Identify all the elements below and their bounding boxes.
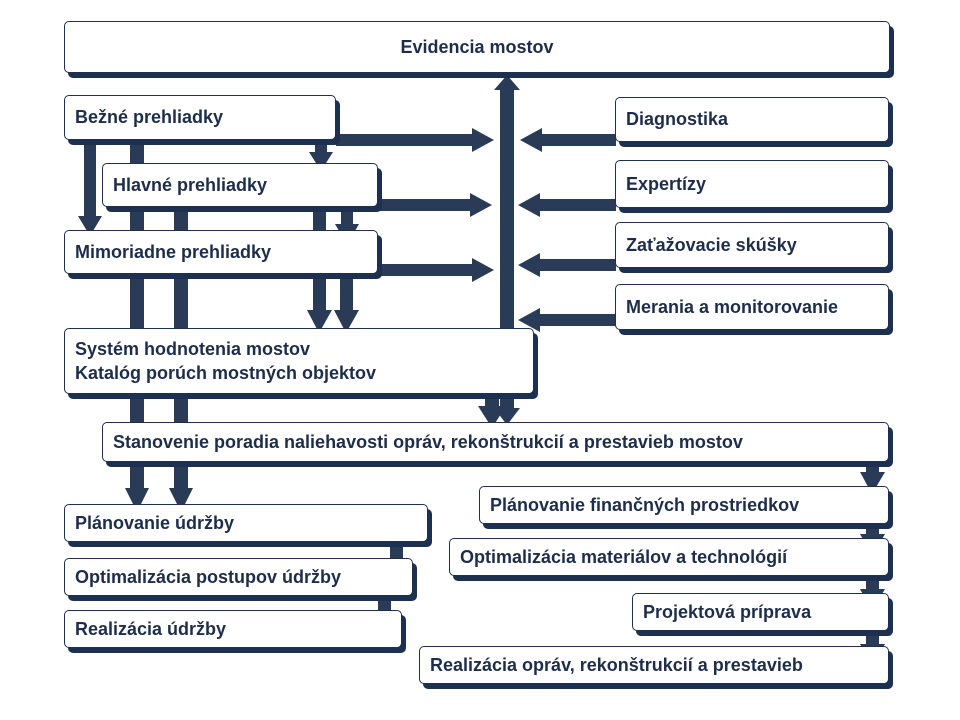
box-optimalizacia-materialov-label: Optimalizácia materiálov a technológií	[460, 546, 788, 567]
box-diagnostika-label: Diagnostika	[626, 109, 729, 129]
box-bezne-prehliadky: Bežné prehliadky	[64, 95, 336, 140]
arrow-diagnostika-to-axis	[520, 128, 616, 152]
box-mimoriadne-prehliadky-label: Mimoriadne prehliadky	[75, 241, 272, 262]
box-optimalizacia-postupov: Optimalizácia postupov údržby	[64, 558, 413, 596]
box-planovanie-udrzby-label: Plánovanie údržby	[75, 512, 235, 533]
box-merania-monitorovanie: Merania a monitorovanie	[615, 284, 889, 330]
box-bezne-prehliadky-label: Bežné prehliadky	[75, 107, 224, 127]
box-zatazovacie-skusky-label: Zaťažovacie skúšky	[626, 234, 797, 255]
box-realizacia-oprav: Realizácia opráv, rekonštrukcií a presta…	[419, 646, 889, 684]
box-planovanie-financnych: Plánovanie finančných prostriedkov	[479, 486, 889, 524]
box-hlavne-prehliadky-label: Hlavné prehliadky	[113, 174, 268, 195]
box-system-hodnotenia-line2: Katalóg porúch mostných objektov	[75, 363, 377, 383]
box-optimalizacia-postupov-label: Optimalizácia postupov údržby	[75, 566, 342, 587]
arrow-bezne-to-mimoriadne	[78, 132, 102, 236]
box-projektova-priprava-label: Projektová príprava	[643, 601, 812, 622]
box-system-hodnotenia-line1: Systém hodnotenia mostov	[75, 339, 311, 359]
box-system-hodnotenia: Systém hodnotenia mostov Katalóg porúch …	[64, 328, 534, 394]
box-hlavne-prehliadky: Hlavné prehliadky	[102, 163, 378, 207]
box-planovanie-financnych-label: Plánovanie finančných prostriedkov	[490, 494, 800, 515]
box-expertizy-label: Expertízy	[626, 173, 707, 194]
box-zatazovacie-skusky: Zaťažovacie skúšky	[615, 222, 889, 268]
box-realizacia-udrzby: Realizácia údržby	[64, 610, 402, 648]
arrow-merania-to-axis	[518, 308, 616, 332]
box-optimalizacia-materialov: Optimalizácia materiálov a technológií	[449, 538, 889, 576]
box-merania-monitorovanie-label: Merania a monitorovanie	[626, 296, 839, 317]
arrow-hlavne-to-axis	[378, 193, 492, 217]
box-stanovenie-poradia-label: Stanovenie poradia naliehavosti opráv, r…	[113, 431, 743, 452]
arrow-mimoriadne-to-axis	[378, 258, 494, 282]
box-diagnostika: Diagnostika	[615, 97, 889, 142]
arrow-mimoriadne-to-system	[334, 270, 359, 333]
box-stanovenie-poradia: Stanovenie poradia naliehavosti opráv, r…	[102, 422, 889, 462]
box-expertizy: Expertízy	[615, 160, 889, 208]
box-evidencia-mostov-label: Evidencia mostov	[400, 36, 554, 57]
arrow-expertizy-to-axis	[518, 193, 616, 217]
box-planovanie-udrzby: Plánovanie údržby	[64, 504, 428, 542]
box-evidencia-mostov: Evidencia mostov	[64, 21, 890, 73]
box-projektova-priprava: Projektová príprava	[632, 593, 889, 631]
box-realizacia-udrzby-label: Realizácia údržby	[75, 618, 227, 639]
box-realizacia-oprav-label: Realizácia opráv, rekonštrukcií a presta…	[430, 654, 803, 675]
box-mimoriadne-prehliadky: Mimoriadne prehliadky	[64, 230, 378, 274]
arrow-bezne-to-axis	[336, 128, 494, 152]
arrow-zatazovacie-to-axis	[518, 253, 616, 277]
